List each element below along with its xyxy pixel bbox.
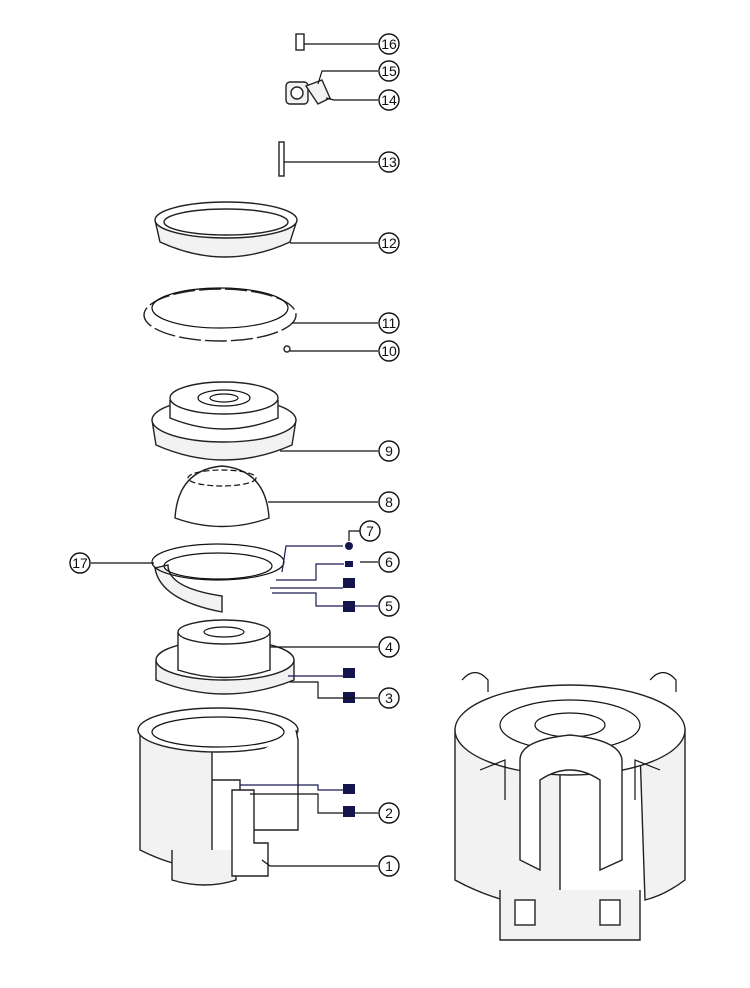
part-14-15-lifting-eye bbox=[285, 70, 378, 105]
part-9-head bbox=[151, 381, 378, 461]
part-12-ring bbox=[154, 201, 378, 258]
callout-3: 3 bbox=[378, 687, 400, 709]
part-1-body bbox=[137, 707, 378, 886]
callout-9: 9 bbox=[378, 440, 400, 462]
callout-13: 13 bbox=[378, 151, 400, 173]
svg-text:11: 11 bbox=[382, 315, 397, 331]
svg-text:3: 3 bbox=[385, 690, 393, 706]
svg-text:12: 12 bbox=[381, 235, 397, 251]
svg-text:17: 17 bbox=[72, 555, 88, 571]
part-10-pin bbox=[283, 345, 378, 353]
callout-6: 6 bbox=[378, 551, 400, 573]
svg-text:13: 13 bbox=[381, 154, 397, 170]
svg-text:9: 9 bbox=[385, 443, 393, 459]
svg-text:6: 6 bbox=[385, 554, 393, 570]
callout-16: 16 bbox=[378, 33, 400, 55]
callout-15: 15 bbox=[378, 60, 400, 82]
part-17-split-ring bbox=[91, 543, 285, 613]
part-13-rod bbox=[278, 141, 378, 177]
callout-14: 14 bbox=[378, 89, 400, 111]
svg-text:1: 1 bbox=[385, 858, 393, 874]
callout-2: 2 bbox=[378, 802, 400, 824]
callout-11: 11 bbox=[378, 312, 400, 334]
part-4-piston bbox=[155, 619, 378, 703]
callout-4: 4 bbox=[378, 636, 400, 658]
assembled-cutaway-view bbox=[454, 671, 686, 941]
callout-12: 12 bbox=[378, 232, 400, 254]
callout-1: 1 bbox=[378, 855, 400, 877]
callouts: 16 15 14 13 12 11 10 9 8 7 6 5 4 3 2 1 1… bbox=[69, 33, 400, 877]
callout-10: 10 bbox=[378, 340, 400, 362]
svg-text:8: 8 bbox=[385, 494, 393, 510]
part-16-bolt bbox=[295, 33, 378, 51]
svg-text:10: 10 bbox=[381, 343, 397, 359]
callout-5: 5 bbox=[378, 595, 400, 617]
callout-17: 17 bbox=[69, 552, 91, 574]
svg-text:4: 4 bbox=[385, 639, 393, 655]
svg-text:14: 14 bbox=[381, 92, 397, 108]
part-11-segmented-ring bbox=[143, 287, 378, 342]
svg-text:7: 7 bbox=[366, 523, 374, 539]
seal-items-5-7 bbox=[270, 530, 378, 612]
svg-text:15: 15 bbox=[381, 63, 397, 79]
svg-text:16: 16 bbox=[381, 36, 397, 52]
callout-7: 7 bbox=[359, 520, 381, 542]
callout-8: 8 bbox=[378, 491, 400, 513]
svg-text:2: 2 bbox=[385, 805, 393, 821]
svg-text:5: 5 bbox=[385, 598, 393, 614]
part-8-dome bbox=[174, 465, 378, 528]
